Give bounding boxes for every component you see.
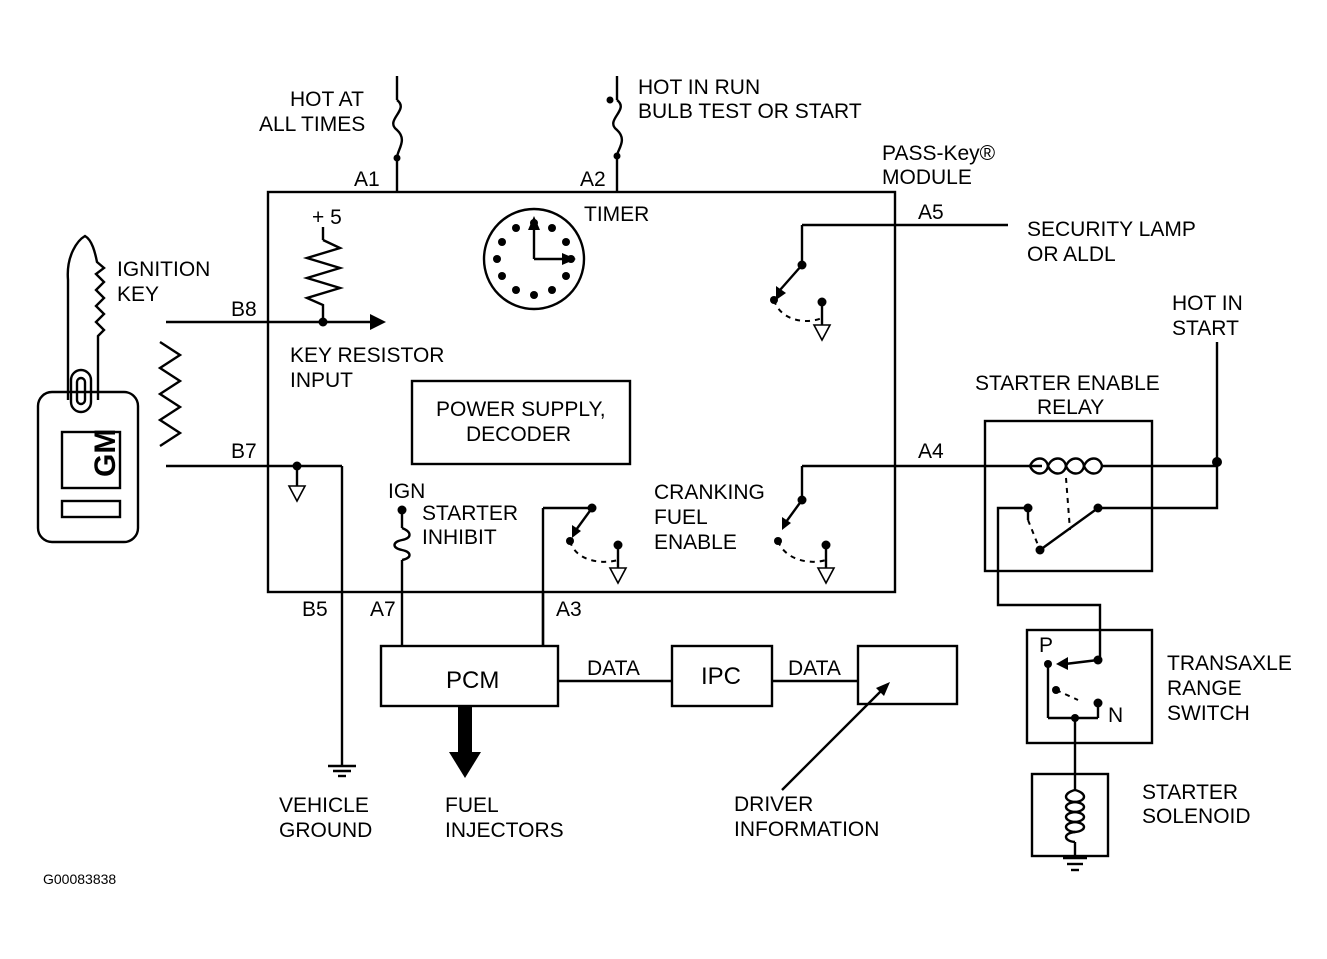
key-logo: GM	[89, 429, 122, 477]
passkey-module-box	[266, 190, 897, 594]
starter-solenoid-box	[1030, 772, 1110, 858]
transaxle-label-1: TRANSAXLE	[1167, 652, 1292, 675]
hot-at-all-times-label-2: ALL TIMES	[259, 113, 365, 136]
pin-a4-label: A4	[918, 440, 944, 463]
fuel-injectors-arrow	[449, 706, 481, 778]
cranking-label-2: FUEL	[654, 506, 708, 529]
hot-at-all-times-feed	[392, 76, 404, 192]
data-label-2: DATA	[788, 657, 841, 680]
ignition-key-label-2: KEY	[117, 283, 159, 306]
timer-label: TIMER	[584, 203, 649, 226]
pin-b7-label: B7	[231, 440, 257, 463]
vehicle-ground-label-1: VEHICLE	[279, 794, 369, 817]
data-label-1: DATA	[587, 657, 640, 680]
transaxle-label-3: SWITCH	[1167, 702, 1250, 725]
switch-n-label: N	[1108, 704, 1123, 727]
figure-code: G00083838	[43, 871, 116, 887]
starter-relay-label-1: STARTER ENABLE	[975, 372, 1160, 395]
driver-info-pointer-arrow	[781, 682, 890, 791]
vehicle-ground-label-2: GROUND	[279, 819, 372, 842]
hot-in-start-label-1: HOT IN	[1172, 292, 1243, 315]
hot-in-start-label-2: START	[1172, 317, 1239, 340]
power-supply-label-2: DECODER	[466, 423, 571, 446]
pin-a5-label: A5	[918, 201, 944, 224]
starter-solenoid-label-1: STARTER	[1142, 781, 1238, 804]
starter-enable-relay-box	[983, 419, 1154, 573]
starter-inhibit-label-2: INHIBIT	[422, 526, 497, 549]
cranking-fuel-enable-switch	[774, 466, 836, 585]
vehicle-ground	[328, 466, 356, 778]
ipc-label: IPC	[701, 663, 741, 690]
ipc-box	[670, 644, 774, 708]
hot-in-run-label-2: BULB TEST OR START	[638, 100, 862, 123]
hot-in-run-feed	[606, 76, 624, 192]
power-supply-label-1: POWER SUPPLY,	[436, 398, 606, 421]
plus-5v-label: + 5	[312, 206, 342, 229]
passkey-module-label-2: MODULE	[882, 166, 972, 189]
pin-a2-label: A2	[580, 168, 606, 191]
power-supply-decoder-box	[410, 379, 632, 466]
b7-ground	[166, 461, 342, 503]
starter-inhibit-switch	[541, 503, 628, 646]
cranking-label-1: CRANKING	[654, 481, 765, 504]
key-resistor-label-2: INPUT	[290, 369, 353, 392]
relay-coil-icon	[996, 457, 1222, 660]
pin-a7-label: A7	[370, 598, 396, 621]
security-lamp-switch	[770, 223, 1008, 342]
starter-relay-label-2: RELAY	[1037, 396, 1104, 419]
ign-label: IGN	[388, 480, 425, 503]
driver-info-label-1: DRIVER	[734, 793, 813, 816]
pin-a3-label: A3	[556, 598, 582, 621]
fuel-injectors-label-1: FUEL	[445, 794, 499, 817]
starter-solenoid-label-2: SOLENOID	[1142, 805, 1251, 828]
range-switch-contacts	[1044, 655, 1103, 790]
starter-inhibit-label-1: STARTER	[422, 502, 518, 525]
key-resistor-input	[166, 227, 386, 330]
ignition-key-label-1: IGNITION	[117, 258, 210, 281]
security-lamp-label-1: SECURITY LAMP	[1027, 218, 1196, 241]
security-lamp-label-2: OR ALDL	[1027, 243, 1116, 266]
passkey-module-label-1: PASS-Key®	[882, 142, 996, 165]
timer-clock-icon	[482, 207, 586, 311]
transaxle-range-switch-box	[1025, 628, 1154, 745]
driver-info-display-box	[856, 644, 959, 706]
key-resistor-label-1: KEY RESISTOR	[290, 344, 444, 367]
solenoid-coil-icon	[1063, 788, 1087, 872]
transaxle-label-2: RANGE	[1167, 677, 1242, 700]
pin-b5-label: B5	[302, 598, 328, 621]
pin-a1-label: A1	[354, 168, 380, 191]
pcm-label: PCM	[446, 667, 499, 694]
cranking-label-3: ENABLE	[654, 531, 737, 554]
fuel-injectors-label-2: INJECTORS	[445, 819, 564, 842]
hot-in-run-label-1: HOT IN RUN	[638, 76, 760, 99]
ign-input	[393, 505, 411, 646]
hot-at-all-times-label-1: HOT AT	[290, 88, 364, 111]
ignition-key-icon	[36, 234, 140, 544]
pin-b8-label: B8	[231, 298, 257, 321]
switch-p-label: P	[1039, 634, 1053, 657]
driver-info-label-2: INFORMATION	[734, 818, 879, 841]
key-pellet-resistor	[157, 340, 183, 448]
